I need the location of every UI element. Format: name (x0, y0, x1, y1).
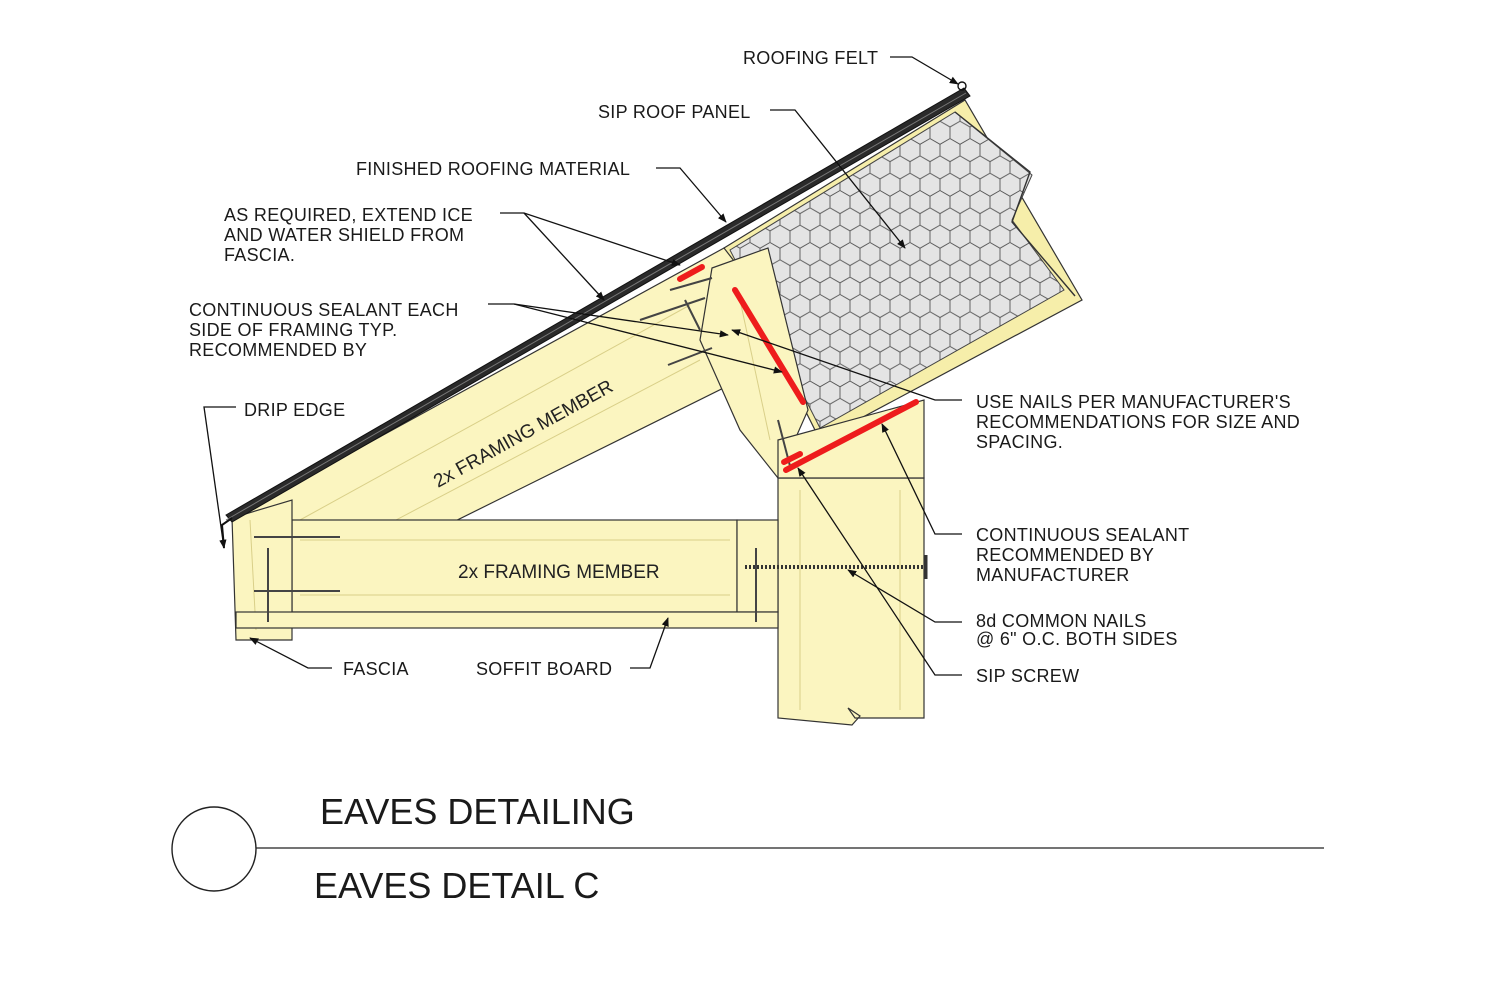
sealant-beads (677, 264, 919, 473)
title-sub: EAVES DETAIL C (314, 865, 599, 906)
label-sealant-each-side-1: CONTINUOUS SEALANT EACH (189, 300, 459, 320)
title-main: EAVES DETAILING (320, 791, 635, 832)
label-sip-roof-panel: SIP ROOF PANEL (598, 102, 751, 122)
sip-screw (745, 555, 928, 579)
label-continuous-sealant-3: MANUFACTURER (976, 565, 1130, 585)
label-continuous-sealant-2: RECOMMENDED BY (976, 545, 1154, 565)
detail-bubble (171, 806, 257, 892)
soffit-board (235, 611, 779, 629)
label-sealant-each-side-2: SIDE OF FRAMING TYP. (189, 320, 397, 340)
label-drip-edge: DRIP EDGE (244, 400, 345, 420)
label-finished-roofing: FINISHED ROOFING MATERIAL (356, 159, 630, 179)
horizontal-member-label: 2x FRAMING MEMBER (458, 562, 660, 583)
label-use-nails-1: USE NAILS PER MANUFACTURER'S (976, 392, 1291, 412)
label-ice-shield-3: FASCIA. (224, 245, 295, 265)
label-common-nails-1: 8d COMMON NAILS (976, 611, 1147, 631)
leader-lines (203, 56, 962, 676)
label-sealant-each-side-3: RECOMMENDED BY (189, 340, 367, 360)
label-ice-shield-2: AND WATER SHIELD FROM (224, 225, 464, 245)
label-use-nails-3: SPACING. (976, 432, 1063, 452)
roofing-felt-end (957, 81, 967, 91)
label-use-nails-2: RECOMMENDATIONS FOR SIZE AND (976, 412, 1300, 432)
label-roofing-felt: ROOFING FELT (743, 48, 878, 68)
label-sip-screw: SIP SCREW (976, 666, 1079, 686)
label-fascia: FASCIA (343, 659, 409, 679)
wall-top-plate (777, 477, 925, 726)
label-continuous-sealant-1: CONTINUOUS SEALANT (976, 525, 1189, 545)
label-soffit-board: SOFFIT BOARD (476, 659, 612, 679)
title-block: EAVES DETAILING EAVES DETAIL C (171, 791, 1324, 906)
label-common-nails-2: @ 6" O.C. BOTH SIDES (976, 629, 1178, 649)
label-ice-shield-1: AS REQUIRED, EXTEND ICE (224, 205, 473, 225)
